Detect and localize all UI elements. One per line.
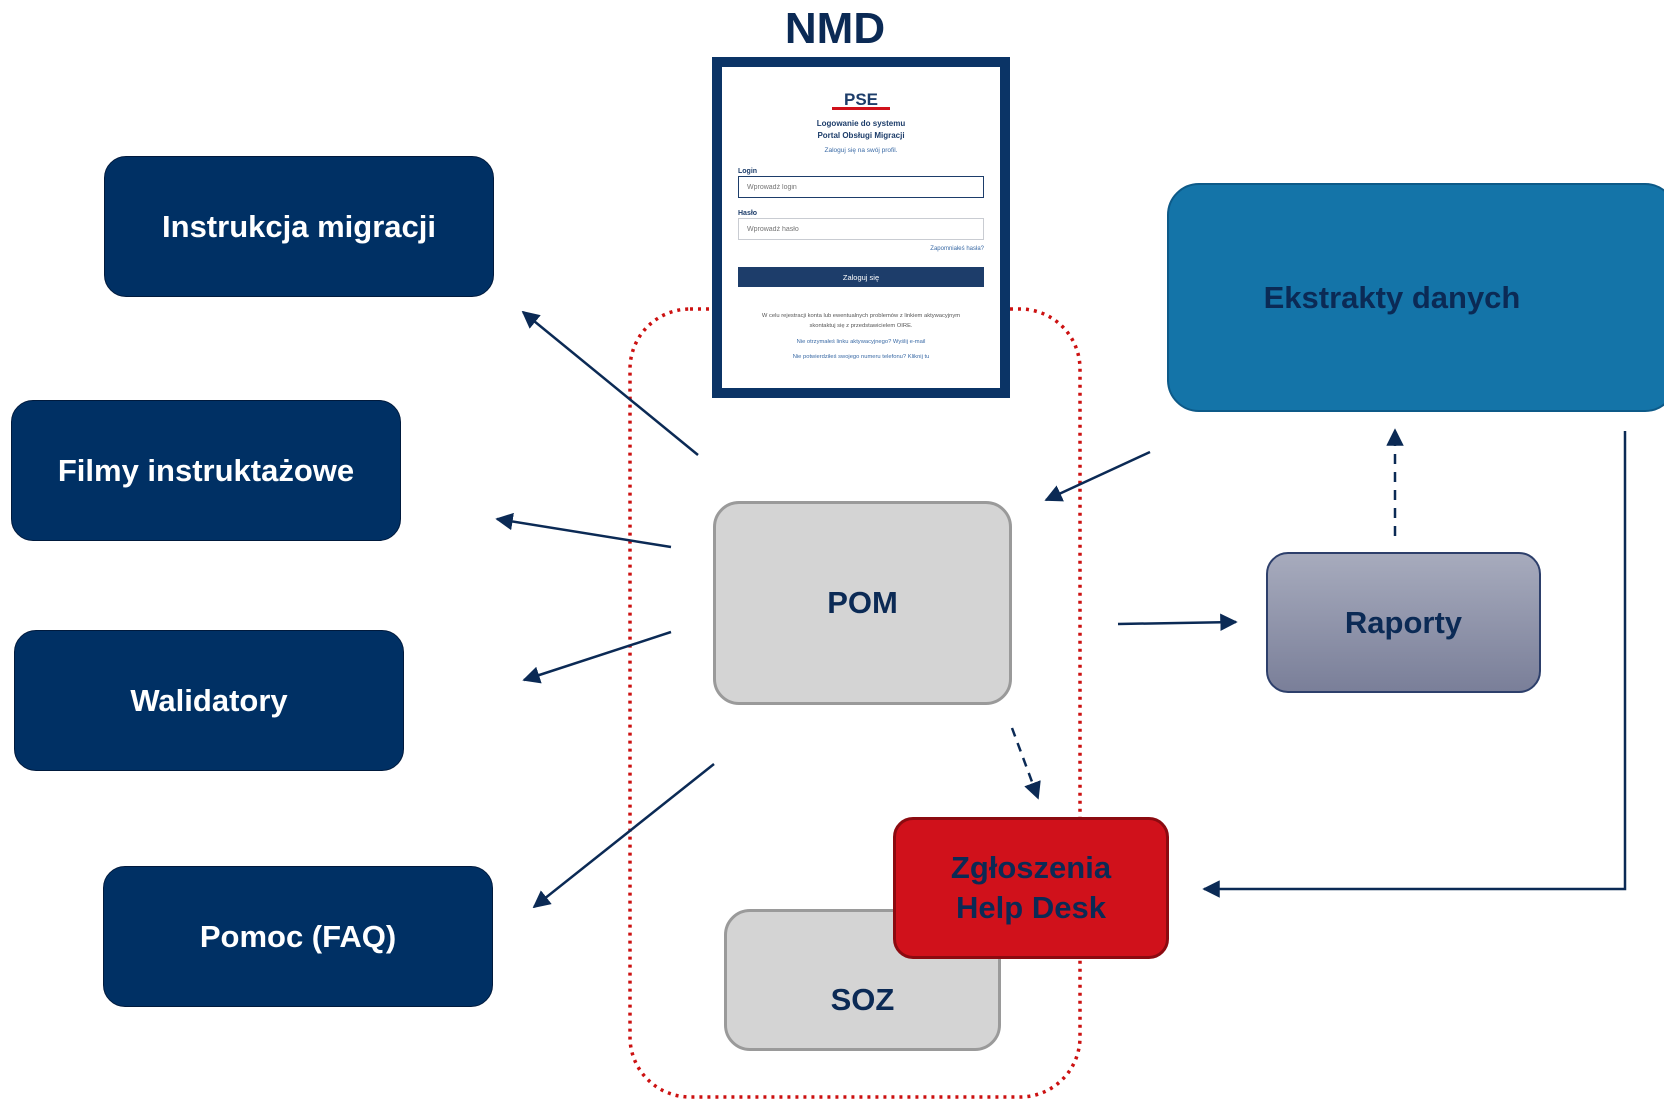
node-ekstrakty-label: Ekstrakty danych — [1263, 279, 1521, 315]
login-card: PSE Logowanie do systemu Portal Obsługi … — [722, 67, 1000, 388]
login-screenshot: PSE Logowanie do systemu Portal Obsługi … — [712, 57, 1010, 398]
node-helpdesk: Zgłoszenia Help Desk — [893, 817, 1169, 959]
login-heading-2: Portal Obsługi Migracji — [817, 131, 905, 140]
pse-logo-text: PSE — [844, 91, 878, 109]
login-input[interactable] — [738, 176, 984, 198]
resend-activation-link[interactable]: Nie otrzymałeś linku aktywacyjnego? Wyśl… — [796, 339, 926, 345]
node-pom: POM — [713, 501, 1012, 705]
arrow-to-pomoc — [532, 763, 715, 909]
node-pom-label: POM — [827, 585, 898, 620]
forgot-password-link[interactable]: Zapomniałeś hasła? — [930, 246, 984, 252]
node-filmy-label: Filmy instruktażowe — [57, 452, 355, 488]
pse-logo: PSE — [722, 90, 1000, 116]
pse-logo-mark: PSE — [832, 90, 890, 110]
node-raporty-label: Raporty — [1344, 604, 1463, 640]
arrow-to-instrukcja — [521, 310, 699, 456]
node-helpdesk-label-2: Help Desk — [956, 890, 1106, 925]
login-info-line-1: W celu rejestracji konta lub ewentualnyc… — [761, 313, 961, 319]
arrow-pom-to-helpdesk — [1010, 727, 1041, 800]
login-label: Login — [738, 168, 758, 175]
node-walidatory: Walidatory — [14, 630, 404, 771]
node-instrukcja: Instrukcja migracji — [104, 156, 494, 297]
nmd-group-outline — [628, 307, 1082, 1099]
node-raporty: Raporty — [1266, 552, 1541, 693]
node-soz-label: SOZ — [830, 982, 895, 1017]
node-helpdesk-label-1: Zgłoszenia — [950, 850, 1112, 885]
login-heading-1: Logowanie do systemu — [816, 119, 906, 128]
node-pomoc-label: Pomoc (FAQ) — [199, 918, 397, 954]
login-subtitle: Zaloguj się na swój profil. — [824, 147, 898, 154]
node-instrukcja-label: Instrukcja migracji — [162, 208, 436, 244]
arrow-ekstrakty-to-helpdesk — [1202, 431, 1627, 898]
node-pomoc: Pomoc (FAQ) — [103, 866, 493, 1007]
password-label: Hasło — [738, 210, 758, 217]
password-input[interactable] — [738, 218, 984, 240]
login-submit-button[interactable]: Zaloguj się — [738, 267, 984, 287]
node-walidatory-label: Walidatory — [130, 682, 288, 718]
diagram-title: NMD — [784, 4, 886, 53]
confirm-phone-link[interactable]: Nie potwierdziłeś swojego numeru telefon… — [792, 354, 930, 360]
arrow-pom-to-raporty — [1117, 613, 1238, 632]
login-info-line-2: skontaktuj się z przedstawicielem OIRE. — [809, 323, 913, 329]
arrow-to-walidatory — [522, 630, 672, 684]
arrow-to-filmy — [495, 512, 672, 549]
arrow-ekstrakty-to-pom — [1044, 450, 1151, 502]
node-filmy: Filmy instruktażowe — [11, 400, 401, 541]
node-ekstrakty: Ekstrakty danych — [1167, 183, 1664, 412]
